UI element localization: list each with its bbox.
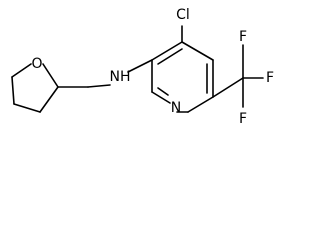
amine-label: NH [110,69,131,85]
bond-c5-o [11,63,32,78]
pyridine-ring [151,41,214,113]
bond-n1-c2py [151,91,171,104]
methylene-amine-linker [57,59,153,88]
fluorine-bottom-label: F [239,111,247,127]
tetrahydrofuran-ring [11,63,59,113]
fluorine-right-label: F [266,70,274,86]
chlorine-label: Cl [176,7,190,23]
trifluoromethyl-group [212,44,264,108]
pyridine-nitrogen-label: N [171,100,181,116]
bond-c4-c5 [11,76,15,105]
bond-c5py-cf3 [212,77,244,98]
ring-oxygen-label: O [31,56,42,72]
bond-c3py-c4py [181,41,214,61]
bond-n-c2py [127,59,153,73]
atom-labels: O NH N Cl F F F [31,7,274,127]
double-bond-n1-c2py [157,87,169,96]
fluorine-top-label: F [239,29,247,45]
chemical-structure-diagram: O NH N Cl F F F [11,7,274,127]
bond-c2-c3 [39,86,59,113]
bond-c5py-c6py [187,96,214,113]
bond-o-c2 [42,63,59,88]
bond-c2py-c3py [151,41,183,61]
double-bond-c2py-c3py [157,48,183,65]
bond-c3-c4 [13,103,41,113]
bond-ch2-n [87,84,111,88]
